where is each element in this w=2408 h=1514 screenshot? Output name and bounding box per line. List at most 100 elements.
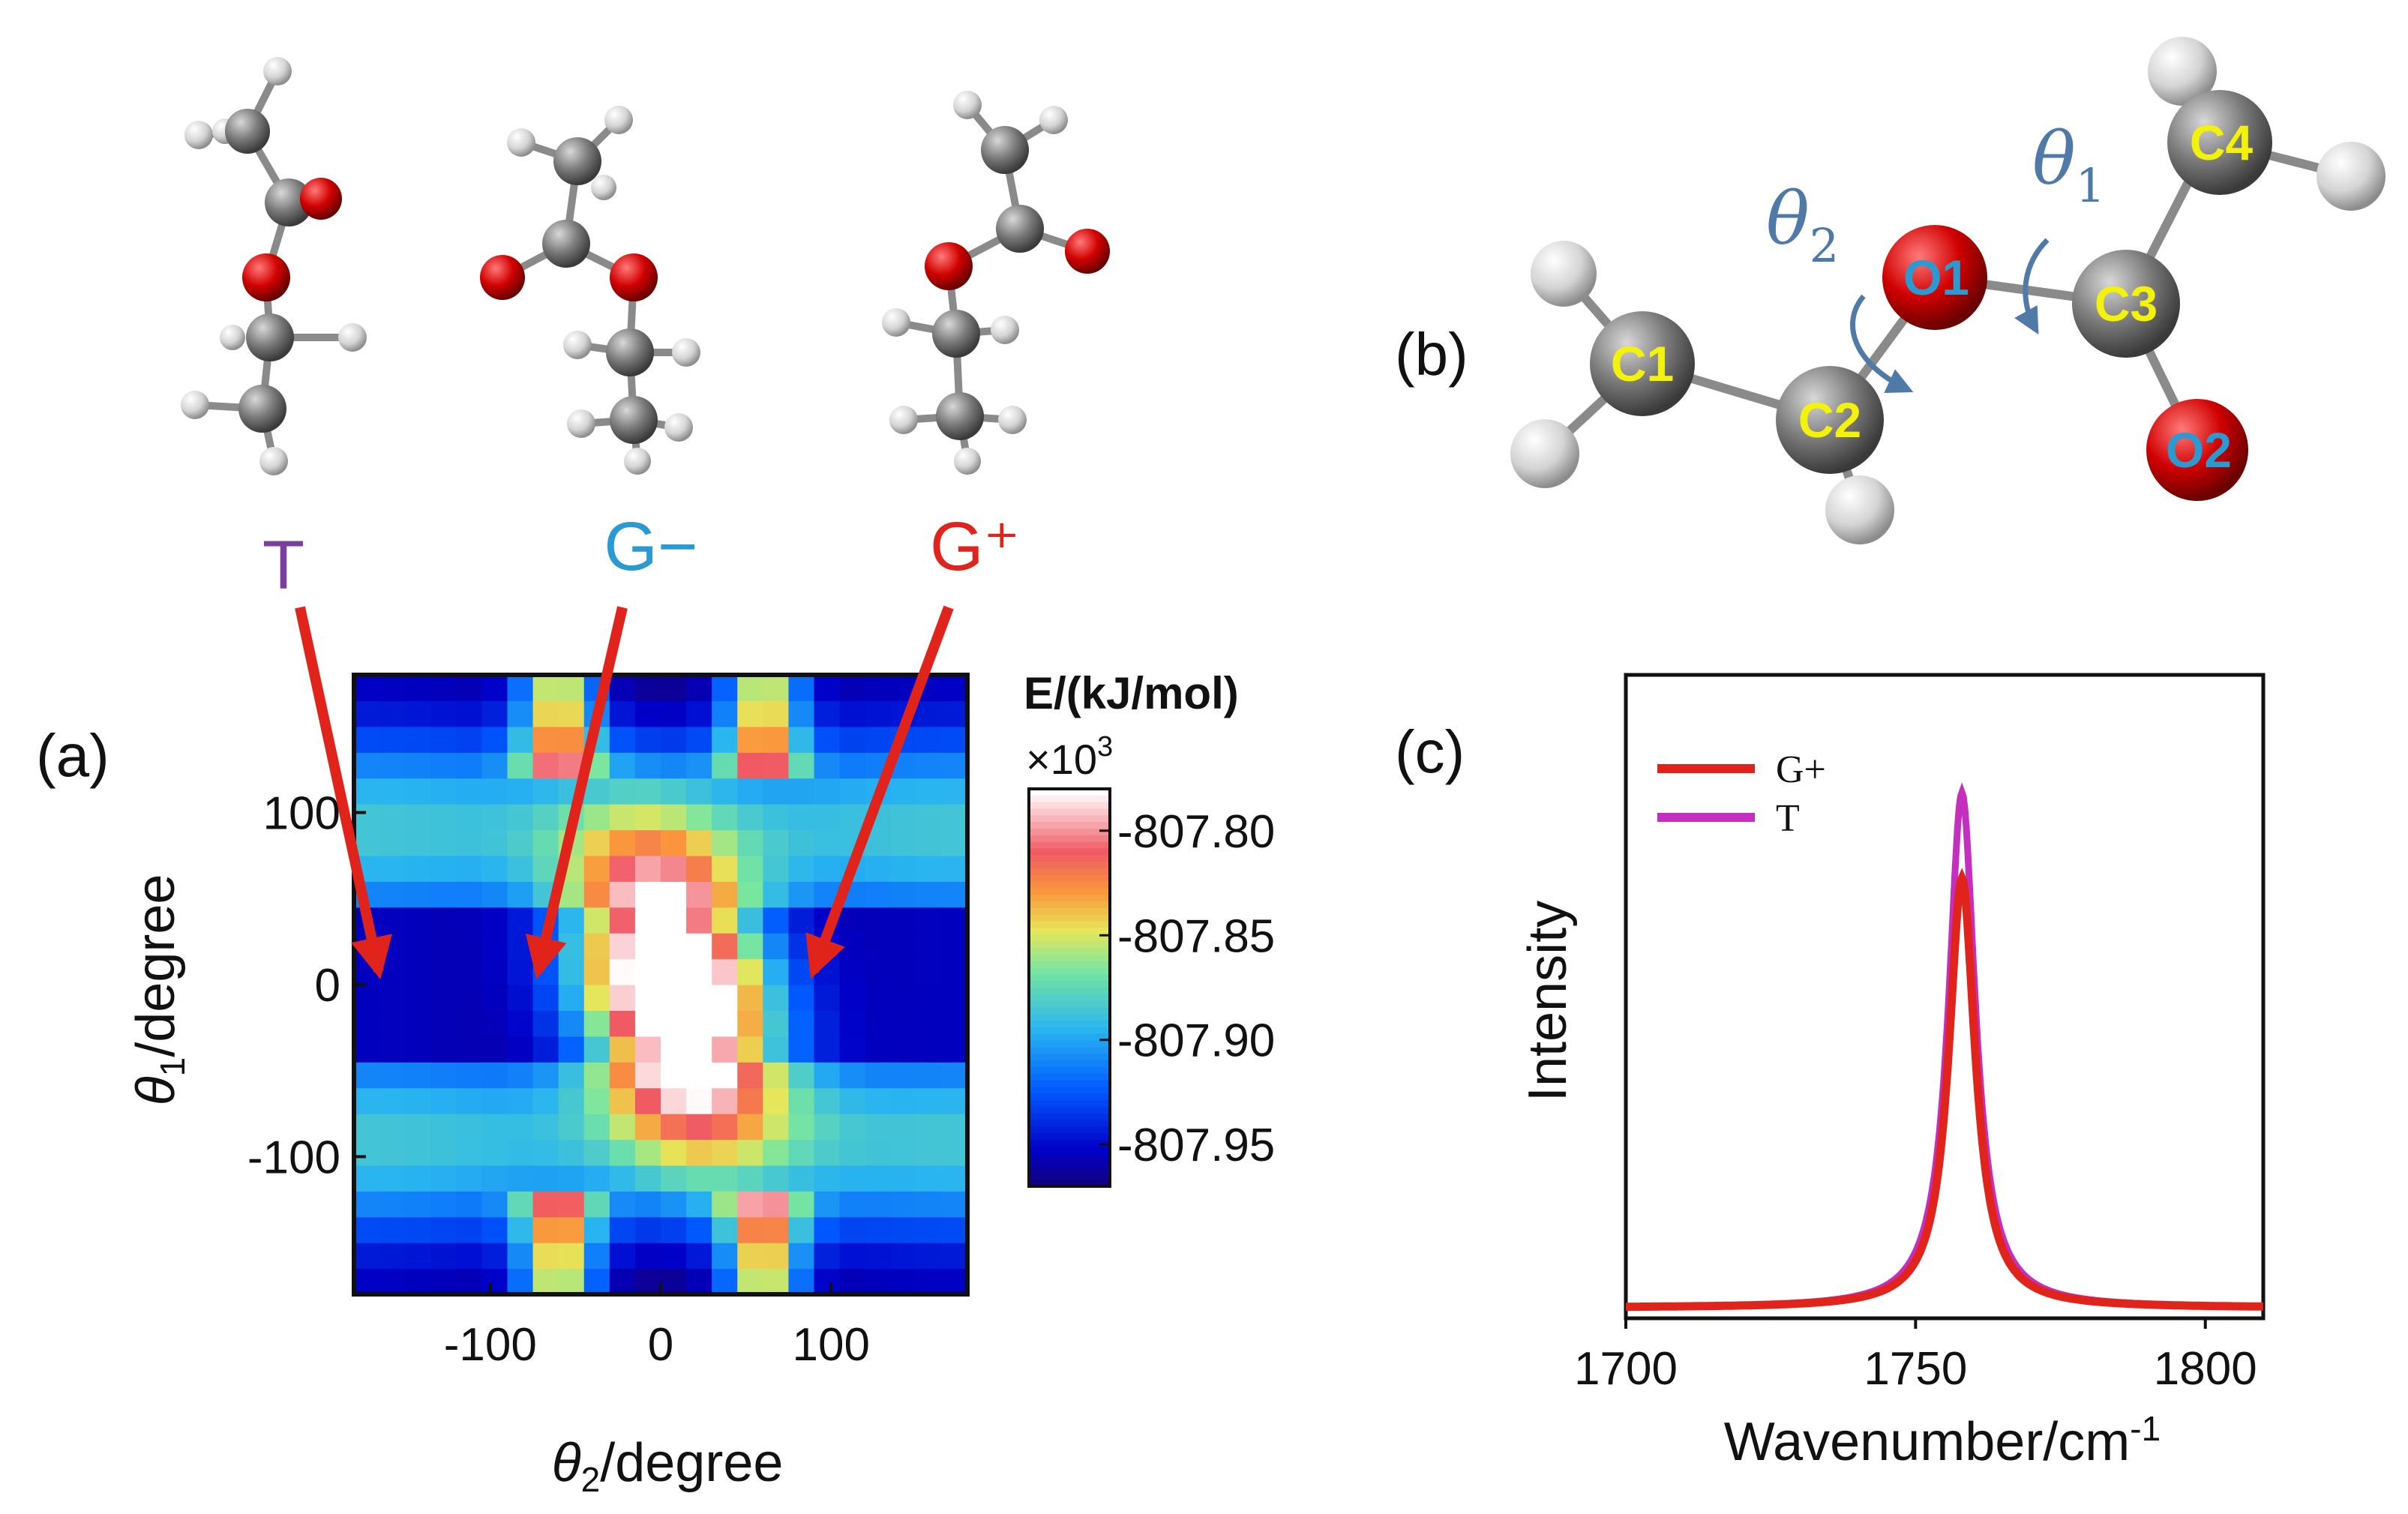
heatmap-cell — [354, 1114, 380, 1141]
heatmap-cell — [839, 700, 866, 727]
heatmap-cell — [661, 726, 687, 753]
arrow-g-plus — [805, 605, 954, 979]
heatmap-cell — [379, 778, 406, 805]
heatmap-cell — [354, 1243, 380, 1270]
heatmap-cell — [609, 1216, 636, 1243]
heatmap-cell — [456, 1114, 483, 1141]
heatmap-cell — [737, 985, 763, 1012]
heatmap-cell — [890, 778, 917, 805]
heatmap-cell — [456, 1243, 483, 1270]
colorbar-segment — [1029, 981, 1110, 988]
heatmap-cell — [839, 1036, 866, 1063]
heatmap-cell — [379, 1062, 406, 1089]
heatmap-cell — [583, 1062, 610, 1089]
heatmap-cell — [686, 1114, 712, 1141]
heatmap-cell — [532, 804, 559, 831]
arrow-g-minus — [525, 606, 628, 979]
heatmap-cell — [763, 1036, 790, 1063]
heatmap-cell — [354, 1268, 380, 1295]
heatmap-cell — [661, 933, 687, 960]
heatmap-cell — [916, 1191, 943, 1218]
colorbar-segment — [1029, 802, 1110, 810]
heatmap-cell — [788, 1062, 815, 1089]
heatmap-cell — [686, 829, 712, 856]
heatmap-cell — [737, 1243, 763, 1270]
heatmap-cell — [532, 700, 559, 727]
heatmap-cell — [532, 752, 559, 779]
spectrum-line-g-plus — [1626, 868, 2263, 1312]
heatmap-cell — [814, 985, 841, 1012]
heatmap-cell — [405, 958, 431, 985]
heatmap-cell — [583, 933, 610, 960]
heatmap-cell — [661, 1139, 687, 1166]
atom-label-c4: C4 — [2190, 115, 2254, 170]
heatmap-cell — [532, 1036, 559, 1063]
spectrum-frame — [1624, 673, 2266, 1321]
heatmap-cell — [507, 1216, 534, 1243]
colorbar-segment — [1029, 862, 1110, 869]
heatmap-cell — [865, 1114, 892, 1141]
heatmap-cell — [481, 881, 508, 908]
heatmap-cell — [634, 829, 661, 856]
colorbar-ticks: -807.80-807.85-807.90-807.95 — [1099, 806, 1275, 1171]
heatmap-cell — [661, 1268, 687, 1295]
heatmap-cell — [456, 1268, 483, 1295]
heatmap-cell — [609, 933, 636, 960]
heatmap-cell — [430, 1216, 457, 1243]
heatmap-cell — [507, 1114, 534, 1141]
heatmap-cell — [941, 1087, 968, 1114]
atom-label-c2: C2 — [1798, 392, 1861, 448]
heatmap-cell — [865, 1087, 892, 1114]
heatmap-cell — [839, 804, 866, 831]
heatmap-cell — [737, 1036, 763, 1063]
heatmap-cell — [609, 1114, 636, 1141]
spectrum-line-t — [1626, 782, 2263, 1310]
heatmap-cell — [712, 1216, 738, 1243]
heatmap-cell — [507, 1243, 534, 1270]
heatmap-cell — [354, 829, 380, 856]
heatmap-cell — [481, 985, 508, 1012]
heatmap-cell — [609, 1191, 636, 1218]
heatmap-cell — [583, 829, 610, 856]
heatmap-cell — [941, 907, 968, 934]
heatmap-cell — [788, 675, 815, 702]
heatmap-cell — [941, 778, 968, 805]
heatmap-cell — [634, 804, 661, 831]
heatmap-cell — [481, 907, 508, 934]
heatmap-cell — [430, 700, 457, 727]
heatmap-cell — [661, 1216, 687, 1243]
heatmap-cell — [583, 958, 610, 985]
heatmap-cell — [634, 1036, 661, 1063]
heatmap-cell — [507, 804, 534, 831]
heatmap-cell — [814, 1243, 841, 1270]
heatmap-cell — [712, 1191, 738, 1218]
colorbar-tick-label: -807.80 — [1117, 806, 1275, 858]
heatmap-cell — [532, 1139, 559, 1166]
heatmap-cell — [814, 1165, 841, 1192]
heatmap-cell — [583, 778, 610, 805]
heatmap-cell — [481, 1062, 508, 1089]
heatmap-cell — [379, 855, 406, 882]
heatmap-cell — [712, 985, 738, 1012]
heatmap-cell — [686, 1216, 712, 1243]
heatmap-cell — [788, 985, 815, 1012]
heatmap-x-tick-label: 100 — [792, 1319, 869, 1371]
heatmap-cell — [405, 1165, 431, 1192]
heatmap-cell — [737, 1165, 763, 1192]
colorbar-frame — [1027, 787, 1111, 1188]
colorbar-segment — [1029, 822, 1110, 829]
heatmap-cell — [788, 1191, 815, 1218]
heatmap-cell — [916, 881, 943, 908]
heatmap-cell — [686, 1087, 712, 1114]
heatmap-cell — [941, 985, 968, 1012]
heatmap-cell — [661, 1062, 687, 1089]
molecule-g-plus — [882, 91, 1110, 475]
heatmap-cell — [354, 1165, 380, 1192]
heatmap-cell — [634, 1268, 661, 1295]
heatmap-cell — [456, 1036, 483, 1063]
heatmap-cell — [941, 1243, 968, 1270]
heatmap-cell — [865, 1268, 892, 1295]
heatmap-cell — [865, 907, 892, 934]
heatmap-cell — [788, 855, 815, 882]
